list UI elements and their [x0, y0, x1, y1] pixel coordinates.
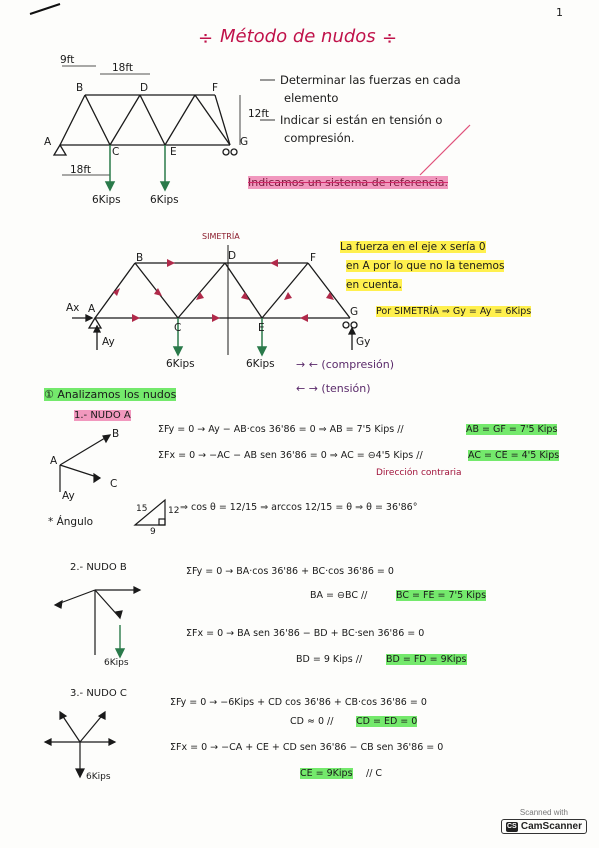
title-decor-left: ÷: [198, 28, 214, 49]
reaction-ax: Ax: [66, 302, 80, 314]
symmetry-label: SIMETRÍA: [202, 232, 240, 241]
truss-2-reactions: [72, 313, 357, 350]
truss2-node-a: A: [88, 303, 96, 315]
reference-note: Indicamos un sistema de referencia.: [248, 176, 449, 189]
symmetry-note-1: La fuerza en el eje x sería 0: [340, 241, 486, 253]
truss2-node-f: F: [310, 252, 317, 264]
triangle-side-9: 9: [150, 527, 156, 537]
node-a-result-fy: AB = GF = 7'5 Kips: [466, 424, 558, 435]
node-a-diagram: [59, 434, 112, 492]
dim-12ft: 12ft: [248, 108, 269, 120]
node-label-g: G: [240, 136, 249, 148]
node-b-eq-fx-b: BD = 9 Kips //: [296, 654, 363, 665]
triangle-side-12: 12: [168, 506, 180, 516]
objective-1a: Determinar las fuerzas en cada: [280, 73, 461, 87]
node-label-f: F: [212, 82, 219, 94]
truss-diagram-2: [87, 245, 358, 355]
truss-diagram-1: [52, 65, 241, 176]
node-label-b: B: [76, 82, 84, 94]
node-c-result-fy: CD = ED = 0: [356, 716, 418, 727]
node-c-title: 3.- NUDO C: [70, 688, 127, 699]
node-b-diagram: [53, 586, 142, 655]
truss2-node-e: E: [258, 322, 265, 334]
page-title: Método de nudos: [220, 26, 376, 47]
objective-1b: elemento: [284, 91, 339, 105]
node-c-result-fx: CE = 9Kips: [300, 768, 353, 779]
scanner-watermark: Scanned with CS CamScanner: [500, 808, 587, 834]
node-c-diagram: [43, 710, 117, 779]
node-b-eq-fy-b: BA = ⊖BC //: [310, 590, 368, 601]
triangle-side-15: 15: [136, 504, 148, 514]
load-label-2: 6Kips: [150, 194, 179, 206]
node-a-label-c: C: [110, 478, 118, 490]
legend-compression: → ← (compresión): [296, 358, 395, 371]
camscanner-logo-icon: CS: [505, 821, 518, 832]
node-b-load: 6Kips: [104, 658, 129, 668]
camscanner-badge: CS CamScanner: [500, 819, 587, 834]
node-a-eq-fy: ΣFy = 0 → Ay − AB·cos 36'86 = 0 ⇒ AB = 7…: [158, 424, 404, 435]
node-b-eq-fy: ΣFy = 0 → BA·cos 36'86 + BC·cos 36'86 = …: [186, 566, 394, 577]
angle-triangle: [133, 498, 166, 526]
legend-tension: ← → (tensión): [296, 382, 371, 395]
truss-2-loads: [172, 318, 268, 357]
truss2-load-1: 6Kips: [166, 358, 195, 370]
node-a-label-a: A: [50, 455, 58, 467]
node-b-eq-fx: ΣFx = 0 → BA sen 36'86 − BD + BC·sen 36'…: [186, 628, 425, 639]
symmetry-note-3: en cuenta.: [346, 279, 402, 291]
node-c-result-fx-note: // C: [366, 768, 383, 779]
objective-2a: Indicar si están en tensión o: [280, 113, 443, 127]
title-decor-right: ÷: [382, 28, 398, 49]
dim-18ft-bottom: 18ft: [70, 164, 91, 176]
scanned-with-text: Scanned with: [519, 808, 568, 817]
objective-2b: compresión.: [284, 131, 355, 145]
truss2-load-2: 6Kips: [246, 358, 275, 370]
node-label-e: E: [170, 146, 177, 158]
dim-18ft: 18ft: [112, 62, 133, 74]
camscanner-brand: CamScanner: [520, 821, 582, 832]
truss2-node-c: C: [174, 322, 182, 334]
node-b-result-fx: BD = FD = 9Kips: [386, 654, 467, 665]
angle-label: * Ángulo: [48, 516, 94, 528]
symmetry-result: Por SIMETRÍA ⇒ Gy = Ay = 6Kips: [376, 306, 532, 317]
node-a-label-b: B: [112, 428, 120, 440]
node-label-d: D: [140, 82, 149, 94]
node-c-load: 6Kips: [86, 772, 111, 782]
reaction-gy: Gy: [356, 336, 371, 348]
node-label-c: C: [112, 146, 120, 158]
node-c-eq-fx: ΣFx = 0 → −CA + CE + CD sen 36'86 − CB s…: [170, 742, 444, 753]
node-a-title: 1.- NUDO A: [74, 410, 131, 421]
node-a-eq-fx: ΣFx = 0 → −AC − AB sen 36'86 = 0 ⇒ AC = …: [158, 450, 423, 461]
truss-2-member-arrows: [113, 259, 334, 322]
node-a-label-ay: Ay: [62, 490, 75, 502]
truss2-node-b: B: [136, 252, 144, 264]
reaction-ay: Ay: [102, 336, 115, 348]
truss2-node-d: D: [228, 250, 237, 262]
dim-9ft: 9ft: [60, 54, 75, 66]
truss-1-loads: [104, 145, 171, 192]
node-c-eq-fy: ΣFy = 0 → −6Kips + CD cos 36'86 + CB·cos…: [170, 697, 427, 708]
truss2-node-g: G: [350, 306, 359, 318]
analysis-header: ① Analizamos los nudos: [44, 388, 177, 401]
node-a-result-fx: AC = CE = 4'5 Kips: [468, 450, 560, 461]
node-a-note: Dirección contraria: [376, 468, 462, 478]
angle-equation: ⇒ cos θ = 12/15 ⇒ arccos 12/15 = θ ⇒ θ =…: [180, 502, 418, 513]
load-label-1: 6Kips: [92, 194, 121, 206]
node-c-eq-fy-b: CD ≈ 0 //: [290, 716, 334, 727]
node-label-a: A: [44, 136, 52, 148]
node-b-title: 2.- NUDO B: [70, 562, 127, 573]
node-b-result-fy: BC = FE = 7'5 Kips: [396, 590, 487, 601]
symmetry-note-2: en A por lo que no la tenemos: [346, 260, 505, 272]
page-number: 1: [556, 6, 563, 19]
